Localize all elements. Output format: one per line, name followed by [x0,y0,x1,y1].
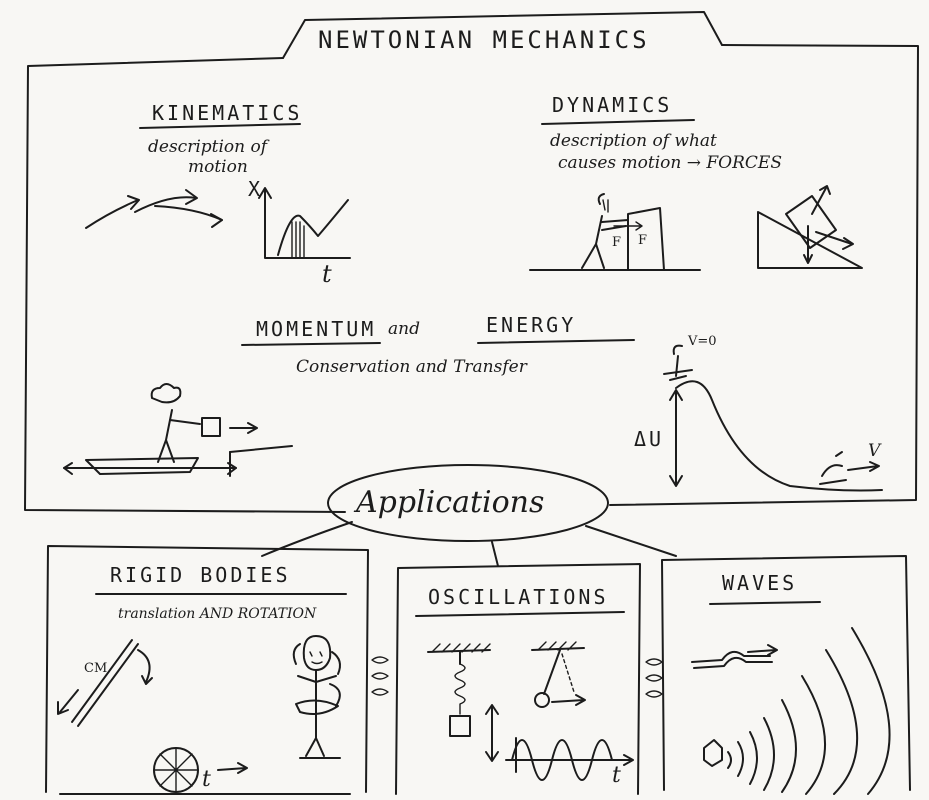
mass-spring-sketch [427,643,499,762]
main-frame [24,44,919,513]
kinematics-desc-line2: motion [188,157,248,177]
dynamics-heading: DYNAMICS [552,93,672,117]
rigid-bodies-section: RIGID BODIES translation AND ROTATION CM… [45,545,369,795]
kinematics-desc-line1: description of [148,137,270,157]
delta-u-label: ΔU [634,427,664,451]
momentum-underline [241,342,381,346]
dynamics-underline [541,119,695,125]
spinning-figure-sketch [292,635,341,759]
title-text: NEWTONIAN MECHANICS [318,26,650,54]
momentum-heading: MOMENTUM [256,317,376,341]
rolling-wheel-sketch: t [59,747,351,795]
rigid-bodies-frame [45,545,369,793]
person-pushing-block-sketch: F F [529,193,701,271]
spherical-waves-sketch [703,627,891,795]
oscillation-graph-sketch: t [505,737,634,788]
kinematics-section: KINEMATICS description of motion X t [85,101,351,288]
applications-label: Applications [353,485,544,520]
oscillations-heading: OSCILLATIONS [428,585,609,609]
graph-axis-x-label: X [248,177,263,201]
rotating-rod-sketch: CM [57,639,153,727]
waves-underline [709,601,821,605]
wheel-t-label: t [202,767,211,792]
dynamics-section: DYNAMICS description of what causes moti… [529,93,863,271]
force-label-2: F [638,233,647,248]
kinematics-underline [139,123,301,129]
energy-heading: ENERGY [486,313,576,337]
applications-hub: Applications [261,464,677,567]
kinematics-heading: KINEMATICS [152,101,302,125]
title-banner: NEWTONIAN MECHANICS [282,11,723,59]
panel-springs [371,656,663,698]
energy-underline [477,339,635,344]
oscillations-section: OSCILLATIONS t [395,563,641,795]
position-time-graph: X t [248,177,351,288]
momentum-energy-connector: and [388,319,420,339]
dynamics-desc-line1: description of what [550,131,717,151]
oscillations-underline [415,611,625,617]
waves-frame [661,555,911,791]
graph-axis-t-label: t [322,260,332,288]
waves-heading: WAVES [722,571,797,595]
dynamics-desc-line2: causes motion → FORCES [558,153,782,173]
v-zero-label: V=0 [687,334,717,349]
rigid-bodies-heading: RIGID BODIES [110,563,291,587]
v-label: V [868,441,882,461]
hill-skier-sketch: V=0 ΔU V [634,334,883,492]
oscillations-frame [395,563,641,795]
waves-section: WAVES [661,555,911,795]
boat-throw-sketch [63,383,293,477]
momentum-energy-section: MOMENTUM and ENERGY Conservation and Tra… [63,313,883,492]
cm-label: CM [84,661,107,676]
force-label-1: F [612,235,621,250]
rigid-bodies-desc: translation AND ROTATION [118,606,317,622]
pendulum-sketch [531,641,586,708]
momentum-energy-desc: Conservation and Transfer [296,357,528,377]
oscillation-t-label: t [612,763,621,788]
block-on-incline-sketch [757,185,863,269]
wave-pulse-sketch [691,644,778,669]
motion-arrows-sketch [85,189,223,229]
